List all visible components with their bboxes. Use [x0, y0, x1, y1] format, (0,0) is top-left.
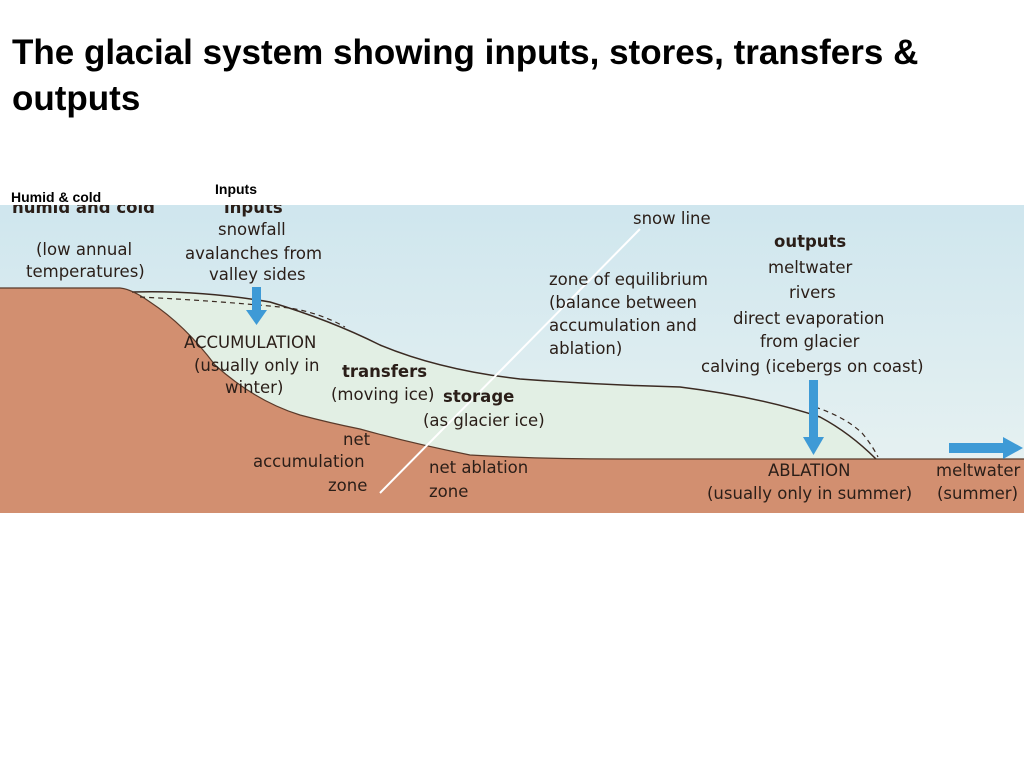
- net-accumulation-1: net: [343, 430, 371, 449]
- meltwater-out-label: meltwater: [936, 461, 1021, 480]
- ablation-label: ABLATION: [768, 461, 850, 480]
- snow-line: [379, 228, 641, 494]
- from-glacier-label: from glacier: [760, 332, 860, 351]
- low-annual-label: (low annual: [36, 240, 132, 259]
- net-accumulation-2: accumulation: [253, 452, 365, 471]
- glacier-ice-label: (as glacier ice): [423, 411, 545, 430]
- glacier-surface-line: [131, 290, 877, 460]
- arrow-right-icon: [949, 437, 1023, 459]
- accumulation-label: ACCUMULATION: [184, 333, 316, 352]
- slide-title: The glacial system showing inputs, store…: [12, 33, 919, 118]
- storage-heading: storage: [443, 387, 514, 406]
- humid-cold-label: Humid & cold: [11, 189, 102, 205]
- ground-surface-line: [0, 287, 1024, 460]
- former-glacier-surface: [139, 296, 346, 328]
- valley-sides-label: valley sides: [209, 265, 306, 284]
- net-ablation-2: zone: [429, 482, 468, 501]
- glacier-ice: [132, 291, 876, 459]
- arrow-down-icon: [803, 380, 824, 455]
- zone-equilibrium-4: ablation): [549, 339, 622, 358]
- meltwater-label: meltwater: [768, 258, 853, 277]
- former-glacier-snout: [814, 406, 879, 458]
- snow-line-label: snow line: [633, 209, 711, 228]
- net-accumulation-3: zone: [328, 476, 367, 495]
- glacier-cross-section: humid and cold (low annual temperatures)…: [0, 198, 1024, 513]
- transfers-heading: transfers: [342, 362, 427, 381]
- inputs-overlay-label: Inputs: [215, 181, 257, 197]
- direct-evaporation-label: direct evaporation: [733, 309, 885, 328]
- moving-ice-label: (moving ice): [331, 385, 434, 404]
- summer-label: (summer): [937, 484, 1018, 503]
- outputs-heading: outputs: [774, 232, 846, 251]
- rivers-label: rivers: [789, 283, 836, 302]
- zone-equilibrium-1: zone of equilibrium: [549, 270, 708, 289]
- zone-equilibrium-3: accumulation and: [549, 316, 697, 335]
- zone-equilibrium-2: (balance between: [549, 293, 697, 312]
- ground-bedrock: [0, 288, 1024, 513]
- accumulation-note-2: winter): [225, 378, 283, 397]
- accumulation-note-1: (usually only in: [194, 356, 319, 375]
- ablation-note: (usually only in summer): [707, 484, 912, 503]
- calving-label: calving (icebergs on coast): [701, 357, 924, 376]
- snowfall-label: snowfall: [218, 220, 286, 239]
- net-ablation-1: net ablation: [429, 458, 528, 477]
- avalanches-label: avalanches from: [185, 244, 322, 263]
- glacial-system-diagram: humid and cold (low annual temperatures)…: [0, 198, 1024, 513]
- temperatures-label: temperatures): [26, 262, 145, 281]
- climate-label-faded: humid and cold: [12, 205, 155, 217]
- arrow-down-icon: [246, 287, 267, 325]
- inputs-heading: inputs: [224, 205, 283, 217]
